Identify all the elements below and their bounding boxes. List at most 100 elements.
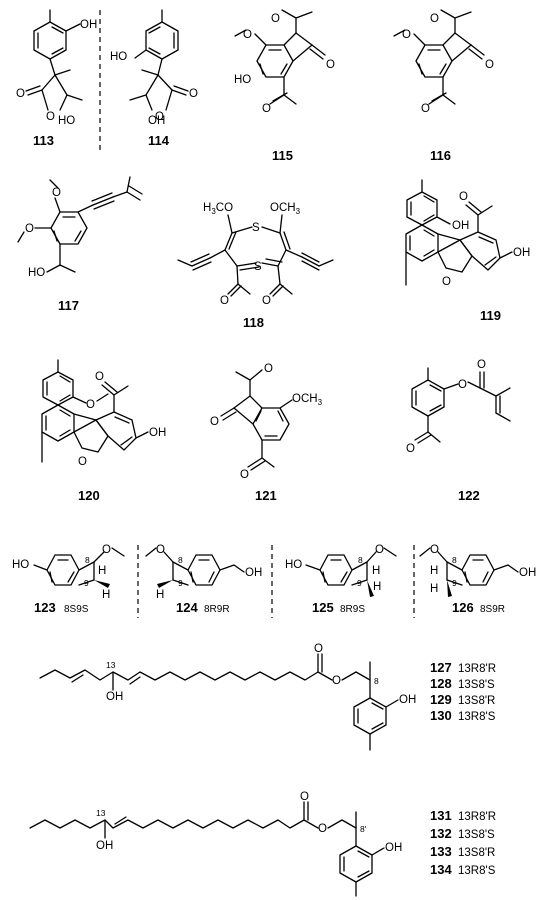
o-label: O bbox=[477, 359, 486, 371]
structure-126 bbox=[419, 547, 519, 597]
o-label: O bbox=[102, 544, 111, 556]
structure-121 bbox=[220, 369, 293, 471]
oh-label: OH bbox=[149, 427, 166, 439]
svg-text:13R8'S: 13R8'S bbox=[458, 865, 496, 877]
o-label: O bbox=[430, 13, 439, 25]
o-label: O bbox=[332, 675, 341, 687]
o-label: O bbox=[326, 59, 335, 71]
structure-120 bbox=[41, 359, 149, 463]
svg-text:13S8'S: 13S8'S bbox=[458, 679, 495, 691]
compound-label-120: 120 bbox=[78, 488, 100, 503]
compound-label-126: 126 bbox=[452, 600, 474, 615]
compound-label-118: 118 bbox=[243, 315, 264, 330]
compound-label-124: 124 bbox=[176, 600, 198, 615]
oh-label: OH bbox=[245, 567, 262, 579]
o-label: O bbox=[318, 823, 327, 835]
compound-label-116: 116 bbox=[430, 148, 451, 163]
o-label: O bbox=[264, 363, 273, 375]
oh-label: OH bbox=[519, 567, 536, 579]
oh-label: OH bbox=[513, 247, 530, 259]
o-label: O bbox=[78, 456, 87, 468]
structure-122 bbox=[411, 367, 511, 444]
h-label: H bbox=[156, 589, 164, 601]
structure-123 bbox=[33, 547, 125, 588]
svg-text:13S8'S: 13S8'S bbox=[458, 829, 495, 841]
h3co-label: H3CO bbox=[203, 202, 233, 216]
ho-label: HO bbox=[58, 115, 75, 127]
o-label: O bbox=[421, 103, 430, 115]
svg-text:132: 132 bbox=[430, 826, 452, 841]
locant-9: 9 bbox=[452, 578, 457, 588]
o-label: O bbox=[314, 643, 323, 655]
structure-131-134 bbox=[29, 801, 385, 897]
oh-label: OH bbox=[96, 840, 113, 852]
h-label: H bbox=[98, 565, 106, 577]
compound-label-114: 114 bbox=[148, 133, 170, 148]
structure-114 bbox=[129, 9, 189, 111]
locant-13: 13 bbox=[106, 660, 116, 670]
svg-text:129: 129 bbox=[430, 692, 452, 707]
o-label: O bbox=[402, 29, 411, 41]
svg-text:13S8'R: 13S8'R bbox=[458, 695, 495, 707]
h-label: H bbox=[373, 581, 381, 593]
o-label: O bbox=[262, 295, 271, 307]
o-label: O bbox=[430, 544, 439, 556]
o-label: O bbox=[459, 191, 468, 203]
o-label: O bbox=[240, 469, 249, 481]
oh-label: OH bbox=[385, 842, 402, 854]
config-124: 8R9R bbox=[204, 604, 230, 615]
o-label: O bbox=[46, 111, 55, 123]
o-label: O bbox=[210, 416, 219, 428]
locant-8: 8 bbox=[178, 555, 183, 565]
structure-125 bbox=[305, 547, 397, 597]
o-label: O bbox=[155, 111, 164, 123]
ho-label: HO bbox=[285, 559, 302, 571]
structure-119 bbox=[405, 179, 513, 286]
compound-label-121: 121 bbox=[255, 488, 277, 503]
locant-9: 9 bbox=[357, 578, 362, 588]
oh-label: OH bbox=[148, 115, 165, 127]
o-label: O bbox=[271, 13, 280, 25]
o-label: O bbox=[243, 29, 252, 41]
compound-label-119: 119 bbox=[480, 308, 501, 323]
svg-text:127: 127 bbox=[430, 660, 452, 675]
o-label: O bbox=[86, 399, 95, 411]
ho-label: HO bbox=[12, 559, 29, 571]
compound-label-117: 117 bbox=[58, 298, 79, 313]
o-label: O bbox=[485, 59, 494, 71]
locant-8: 8 bbox=[85, 555, 90, 565]
o-label: O bbox=[52, 187, 61, 199]
o-label: O bbox=[156, 544, 165, 556]
locant-9: 9 bbox=[84, 578, 89, 588]
oh-label: OH bbox=[106, 691, 123, 703]
svg-text:134: 134 bbox=[430, 862, 452, 877]
h-label: H bbox=[430, 583, 438, 595]
och3-label: OCH3 bbox=[270, 202, 301, 216]
locant-8: 8 bbox=[452, 555, 457, 565]
oh-label: OH bbox=[80, 19, 97, 31]
structure-117 bbox=[17, 176, 143, 273]
series-131-134: 131 13R8'R 132 13S8'S 133 13S8'R 134 13R… bbox=[430, 808, 496, 877]
compound-label-122: 122 bbox=[458, 488, 480, 503]
config-126: 8S9R bbox=[480, 604, 505, 615]
o-label: O bbox=[262, 103, 271, 115]
svg-text:133: 133 bbox=[430, 844, 452, 859]
ho-label: HO bbox=[234, 74, 251, 86]
series-127-130: 127 13R8'R 128 13S8'S 129 13S8'R 130 13R… bbox=[430, 660, 496, 723]
locant-9: 9 bbox=[178, 578, 183, 588]
o-label: O bbox=[16, 88, 25, 100]
structure-124 bbox=[145, 547, 245, 588]
o-label: O bbox=[406, 443, 415, 455]
o-label: O bbox=[25, 223, 34, 235]
structure-113 bbox=[25, 9, 83, 111]
compound-label-123: 123 bbox=[34, 600, 56, 615]
svg-text:131: 131 bbox=[430, 808, 452, 823]
svg-text:13R8'R: 13R8'R bbox=[458, 663, 496, 675]
config-123: 8S9S bbox=[64, 604, 89, 615]
structure-118 bbox=[177, 214, 334, 297]
och3-label: OCH3 bbox=[292, 393, 323, 407]
svg-text:130: 130 bbox=[430, 708, 452, 723]
o-label: O bbox=[442, 276, 451, 288]
compound-label-125: 125 bbox=[312, 600, 334, 615]
